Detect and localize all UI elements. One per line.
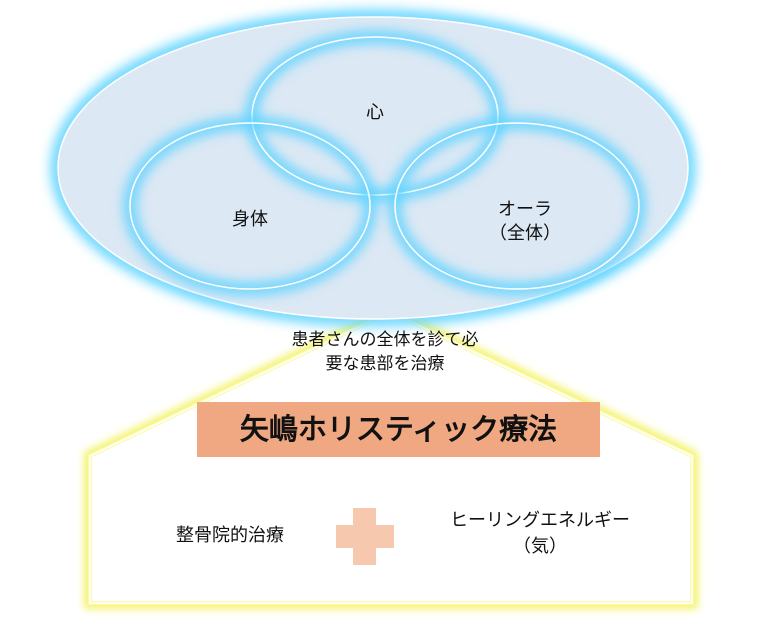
circle-body-shape (124, 117, 376, 295)
component-left: 整骨院的治療 (176, 525, 284, 546)
component-right-line2: （気） (513, 536, 567, 557)
circle-mind-label: 心 (366, 102, 384, 123)
outer-ellipse (51, 10, 695, 326)
circle-body-label: 身体 (232, 209, 268, 230)
description: 患者さんの全体を診て必 要な患部を治療 (240, 328, 530, 376)
circle-aura-shape (389, 117, 645, 295)
aura-line1: オーラ (498, 199, 552, 220)
house-frame (84, 305, 698, 609)
description-line2: 要な患部を治療 (325, 354, 445, 374)
component-right-line1: ヒーリングエネルギー (450, 510, 630, 531)
aura-line2: （全体） (489, 223, 561, 244)
therapy-title: 矢嶋ホリスティック療法 (197, 402, 600, 457)
plus-icon (336, 508, 394, 565)
circle-aura-label: オーラ （全体） (480, 198, 570, 246)
component-right: ヒーリングエネルギー （気） (420, 508, 660, 560)
description-line1: 患者さんの全体を診て必 (291, 330, 479, 350)
